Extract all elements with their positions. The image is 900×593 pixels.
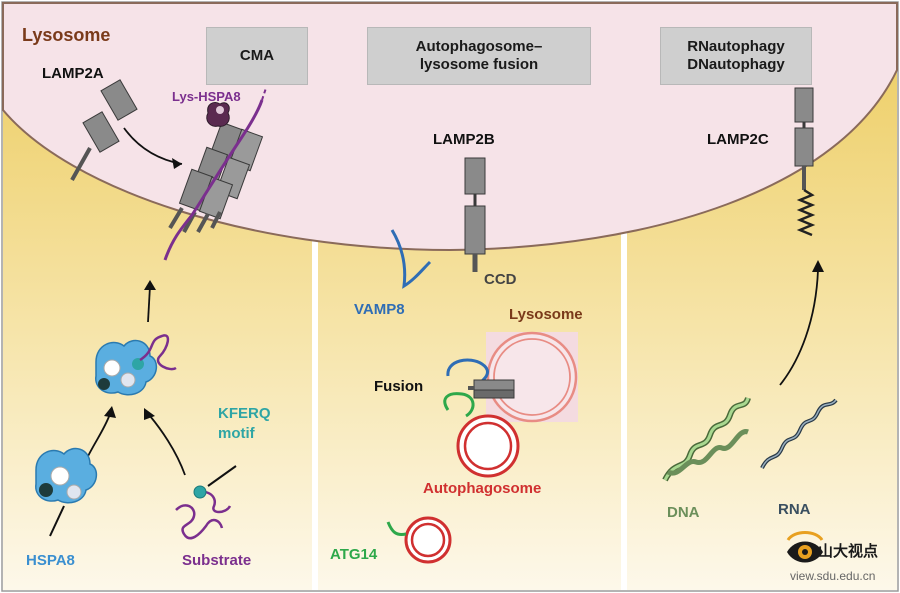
substrate-protein-icon	[175, 465, 237, 540]
hspa8-label: HSPA8	[26, 552, 75, 569]
rna-header-line2: DNautophagy	[687, 56, 785, 73]
substrate-label: Substrate	[182, 552, 252, 569]
rna-label: RNA	[778, 501, 811, 518]
lysosome-small-icon	[486, 331, 578, 423]
lys-hspa8-icon	[206, 101, 230, 127]
atg14-label: ATG14	[330, 546, 378, 563]
vamp8-label: VAMP8	[354, 301, 405, 318]
lamp2b-label: LAMP2B	[433, 131, 495, 148]
arrow-head	[172, 158, 182, 169]
arrow-to-lamp2c	[779, 269, 819, 386]
lamp2c-label: LAMP2C	[707, 131, 769, 148]
hspa8-chaperone-icon	[35, 447, 98, 537]
hspa8-substrate-complex-icon	[95, 334, 177, 396]
autophagosome-icon	[456, 414, 520, 478]
lysosome-title: Lysosome	[22, 25, 111, 45]
fusion-header-line1: Autophagosome–	[415, 38, 543, 55]
translocating-substrate	[163, 99, 264, 261]
eye-logo-icon	[786, 531, 824, 563]
fusion-label: Fusion	[374, 378, 424, 395]
watermark-cn: 山大视点	[818, 543, 879, 560]
arrow-substrate	[149, 415, 186, 476]
rna-header-line1: RNautophagy	[687, 38, 785, 55]
ccd-label: CCD	[484, 271, 517, 288]
fusion-header-box: Autophagosome– lysosome fusion	[367, 27, 591, 85]
kferq-label-line2: motif	[218, 425, 255, 442]
lamp2c-icon	[794, 87, 816, 237]
cma-header: CMA	[239, 47, 275, 64]
lysosome-small-label: Lysosome	[509, 306, 583, 323]
dna-helix-icon	[662, 396, 751, 482]
vamp8-icon	[390, 229, 432, 289]
arrow-to-lysosome	[147, 285, 151, 323]
rna-helix-icon	[760, 398, 838, 469]
lys-hspa8-label: Lys-HSPA8	[172, 89, 241, 104]
lamp2a-label: LAMP2A	[42, 65, 104, 82]
kferq-label-line1: KFERQ	[218, 405, 271, 422]
rna-header-box: RNautophagy DNautophagy	[660, 27, 812, 85]
autophagosome-label: Autophagosome	[423, 480, 542, 497]
cma-header-box: CMA	[206, 27, 308, 85]
dna-label: DNA	[667, 504, 700, 521]
atg14-icon	[386, 521, 407, 536]
fusion-complex-icon	[443, 358, 515, 418]
fusion-header-line2: lysosome fusion	[419, 56, 539, 73]
lamp2b-icon	[464, 157, 486, 272]
watermark-url: view.sdu.edu.cn	[790, 569, 876, 583]
lamp2a-monomer-icon	[70, 79, 138, 181]
